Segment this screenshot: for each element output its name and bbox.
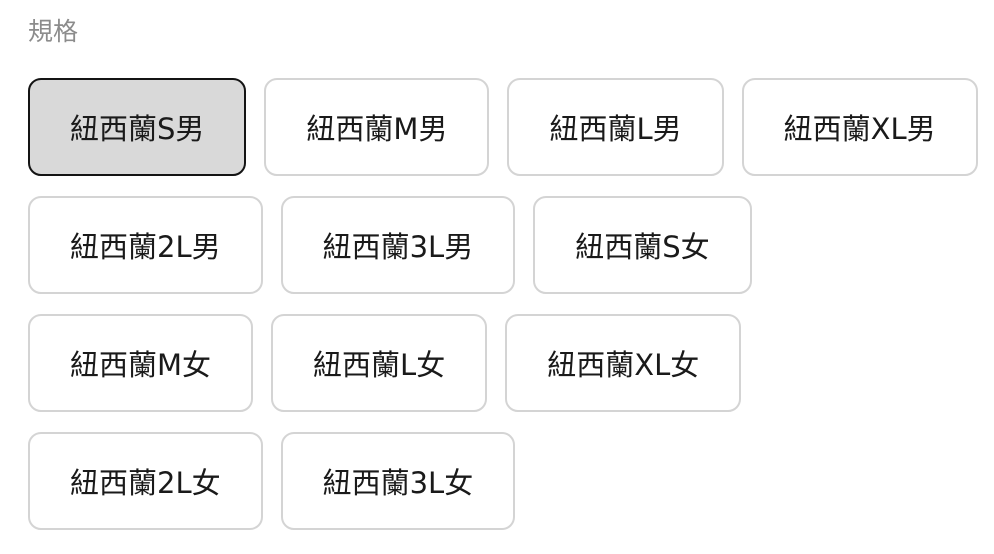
- spec-option-l-women[interactable]: 紐西蘭L女: [271, 314, 488, 412]
- spec-options-row-2: 紐西蘭2L男 紐西蘭3L男 紐西蘭S女: [28, 196, 966, 294]
- spec-option-m-women[interactable]: 紐西蘭M女: [28, 314, 254, 412]
- spec-option-3l-men[interactable]: 紐西蘭3L男: [280, 196, 516, 294]
- spec-option-l-men[interactable]: 紐西蘭L男: [507, 78, 724, 176]
- spec-options-row-4: 紐西蘭2L女 紐西蘭3L女: [28, 432, 966, 530]
- spec-option-xl-women[interactable]: 紐西蘭XL女: [505, 314, 742, 412]
- spec-option-2l-men[interactable]: 紐西蘭2L男: [28, 196, 263, 294]
- spec-option-xl-men[interactable]: 紐西蘭XL男: [741, 78, 978, 176]
- spec-options-grid: 紐西蘭S男 紐西蘭M男 紐西蘭L男 紐西蘭XL男 紐西蘭2L男 紐西蘭3L男 紐…: [28, 78, 978, 530]
- spec-option-s-men[interactable]: 紐西蘭S男: [28, 78, 247, 176]
- spec-options-row-3: 紐西蘭M女 紐西蘭L女 紐西蘭XL女: [28, 314, 966, 412]
- spec-options-row-1: 紐西蘭S男 紐西蘭M男 紐西蘭L男 紐西蘭XL男: [28, 78, 978, 176]
- spec-option-3l-women[interactable]: 紐西蘭3L女: [280, 432, 516, 530]
- spec-option-2l-women[interactable]: 紐西蘭2L女: [28, 432, 263, 530]
- spec-group-title: 規格: [28, 17, 79, 46]
- spec-option-s-women[interactable]: 紐西蘭S女: [533, 196, 752, 294]
- spec-option-m-men[interactable]: 紐西蘭M男: [264, 78, 490, 176]
